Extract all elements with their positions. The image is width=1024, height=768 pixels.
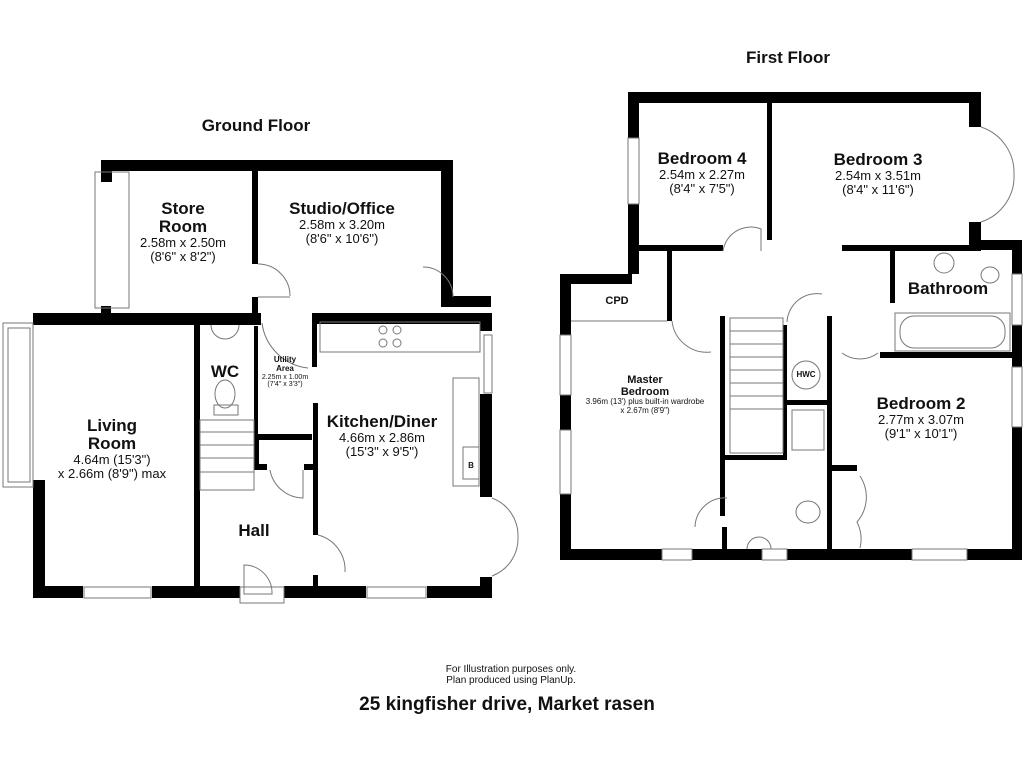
- room-dims-line1: 4.64m (15'3"): [73, 451, 151, 467]
- room-bedroom-4: Bedroom 4 2.54m x 2.27m (8'4" x 7'5"): [658, 150, 747, 196]
- room-name: Area: [276, 363, 294, 373]
- room-bedroom-2: Bedroom 2 2.77m x 3.07m (9'1" x 10'1"): [877, 395, 966, 441]
- boiler-label: B: [468, 461, 474, 470]
- room-dims-imperial: (8'6" x 10'6"): [305, 231, 379, 247]
- room-name: Store: [161, 199, 205, 218]
- room-dims-imperial: (9'1" x 10'1"): [884, 426, 958, 442]
- ground-floor-walls: [33, 160, 492, 598]
- room-dims-line2: x 2.66m (8'9") max: [57, 465, 167, 481]
- room-dims-imperial: (15'3" x 9'5"): [345, 444, 419, 460]
- room-hall: Hall: [238, 522, 269, 540]
- room-name: WC: [210, 362, 240, 381]
- room-dims-imperial: (8'4" x 7'5"): [669, 181, 735, 197]
- room-dims-metric: 2.58m x 3.20m: [299, 216, 385, 232]
- room-dims-metric: 2.25m x 1.00m: [261, 373, 309, 381]
- room-dims-imperial: (7'4" x 3'3"): [267, 381, 303, 389]
- room-name: Living: [86, 416, 138, 435]
- room-dims-imperial: (8'6" x 8'2"): [150, 248, 216, 264]
- room-master-bedroom: Master Bedroom 3.96m (13') plus built-in…: [586, 374, 704, 416]
- room-dims-metric: 4.66m x 2.86m: [339, 429, 425, 445]
- room-name: CPD: [605, 295, 629, 307]
- room-utility-area: Utility Area 2.25m x 1.00m (7'4" x 3'3"): [261, 355, 309, 389]
- room-kitchen-diner: Kitchen/Diner 4.66m x 2.86m (15'3" x 9'5…: [327, 413, 438, 459]
- room-bathroom: Bathroom: [908, 280, 988, 298]
- room-name: Bedroom 2: [876, 394, 966, 413]
- room-name: Room: [87, 433, 137, 453]
- room-dims-metric: 2.54m x 3.51m: [834, 167, 921, 183]
- room-name: Utility: [273, 355, 297, 364]
- first-floor-fixtures: [559, 126, 1023, 561]
- room-name: Bedroom: [620, 386, 670, 399]
- room-dims-imperial: (8'4" x 11'6"): [842, 182, 914, 198]
- room-name: Bathroom: [907, 279, 989, 298]
- first-floor-walls: [560, 92, 1022, 560]
- room-name: Kitchen/Diner: [326, 412, 438, 431]
- room-name: Room: [158, 216, 208, 236]
- first-floor-title: First Floor: [745, 48, 831, 67]
- room-dims-metric: 2.58m x 2.50m: [140, 234, 226, 250]
- room-name: Bedroom 3: [833, 150, 923, 169]
- disclaimer: For Illustration purposes only. Plan pro…: [446, 664, 576, 686]
- room-dims-metric: 2.54m x 2.27m: [658, 166, 745, 182]
- room-bedroom-3: Bedroom 3 2.54m x 3.51m (8'4" x 11'6"): [834, 151, 923, 197]
- room-name: Studio/Office: [289, 199, 395, 218]
- ground-floor-fixtures: [2, 171, 519, 604]
- ground-floor-title: Ground Floor: [201, 116, 311, 135]
- room-living-room: Living Room 4.64m (15'3") x 2.66m (8'9")…: [58, 417, 166, 481]
- room-name: Bedroom 4: [657, 149, 747, 168]
- room-wc: WC: [211, 363, 239, 381]
- disclaimer-line-1: For Illustration purposes only.: [445, 664, 577, 675]
- room-store-room: Store Room 2.58m x 2.50m (8'6" x 8'2"): [140, 200, 226, 264]
- hot-water-cylinder-label: HWC: [796, 370, 816, 379]
- property-address: 25 kingfisher drive, Market rasen: [359, 694, 655, 715]
- disclaimer-line-2: Plan produced using PlanUp.: [446, 675, 576, 686]
- room-dims-line1: 3.96m (13') plus built-in wardrobe: [585, 397, 705, 407]
- room-name: Hall: [238, 521, 270, 540]
- room-studio-office: Studio/Office 2.58m x 3.20m (8'6" x 10'6…: [289, 200, 395, 246]
- room-name: Master: [627, 374, 663, 386]
- room-cpd: CPD: [605, 295, 628, 307]
- room-dims-line2: x 2.67m (8'9"): [620, 405, 670, 415]
- room-dims-metric: 2.77m x 3.07m: [877, 411, 964, 427]
